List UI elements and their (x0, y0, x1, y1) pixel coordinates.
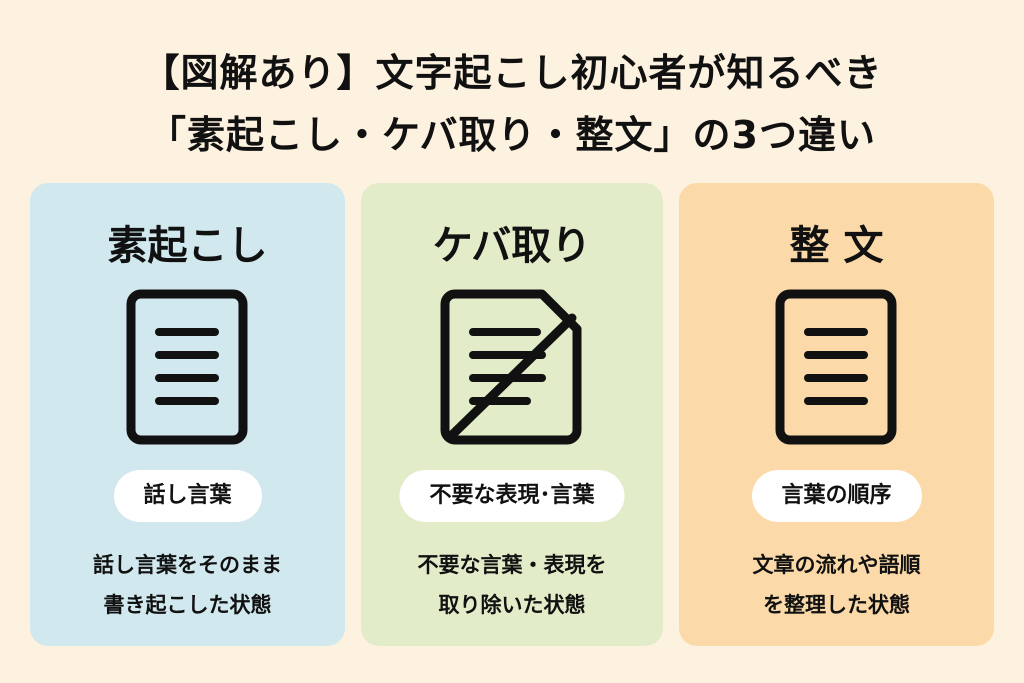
card-filler-removal: ケバ取り 不要な表現･言葉 不要な言葉・表現を 取り除いた状態 (361, 183, 663, 646)
desc-line-2: を整理した状態 (763, 593, 910, 617)
card-title: ケバ取り (432, 223, 592, 269)
document-crossed-icon (440, 289, 582, 445)
card-cleanup: 整 文 言葉の順序 文章の流れや語順 を整理した状態 (679, 183, 994, 646)
card-description: 文章の流れや語順 を整理した状態 (679, 545, 994, 625)
card-description: 不要な言葉・表現を 取り除いた状態 (361, 545, 663, 625)
desc-line-2: 取り除いた状態 (438, 593, 586, 617)
card-raw-transcription: 素起こし 話し言葉 話し言葉をそのまま 書き起こした状態 (30, 183, 345, 646)
card-title: 素起こし (107, 223, 268, 269)
desc-line-2: 書き起こした状態 (103, 593, 272, 617)
document-icon (775, 289, 896, 445)
desc-line-1: 話し言葉をそのまま (93, 553, 282, 577)
card-label: 言葉の順序 (751, 470, 922, 522)
title-line-2: 「素起こし・ケバ取り・整文」の3つ違い (148, 113, 876, 157)
desc-line-1: 文章の流れや語順 (752, 553, 921, 577)
card-title: 整 文 (789, 223, 884, 269)
title-line-1: 【図解あり】文字起こし初心者が知るべき (141, 51, 883, 95)
card-label: 話し言葉 (113, 470, 262, 522)
desc-line-1: 不要な言葉・表現を (417, 553, 607, 577)
card-description: 話し言葉をそのまま 書き起こした状態 (30, 545, 345, 625)
card-label: 不要な表現･言葉 (399, 470, 625, 522)
document-icon (126, 289, 247, 445)
